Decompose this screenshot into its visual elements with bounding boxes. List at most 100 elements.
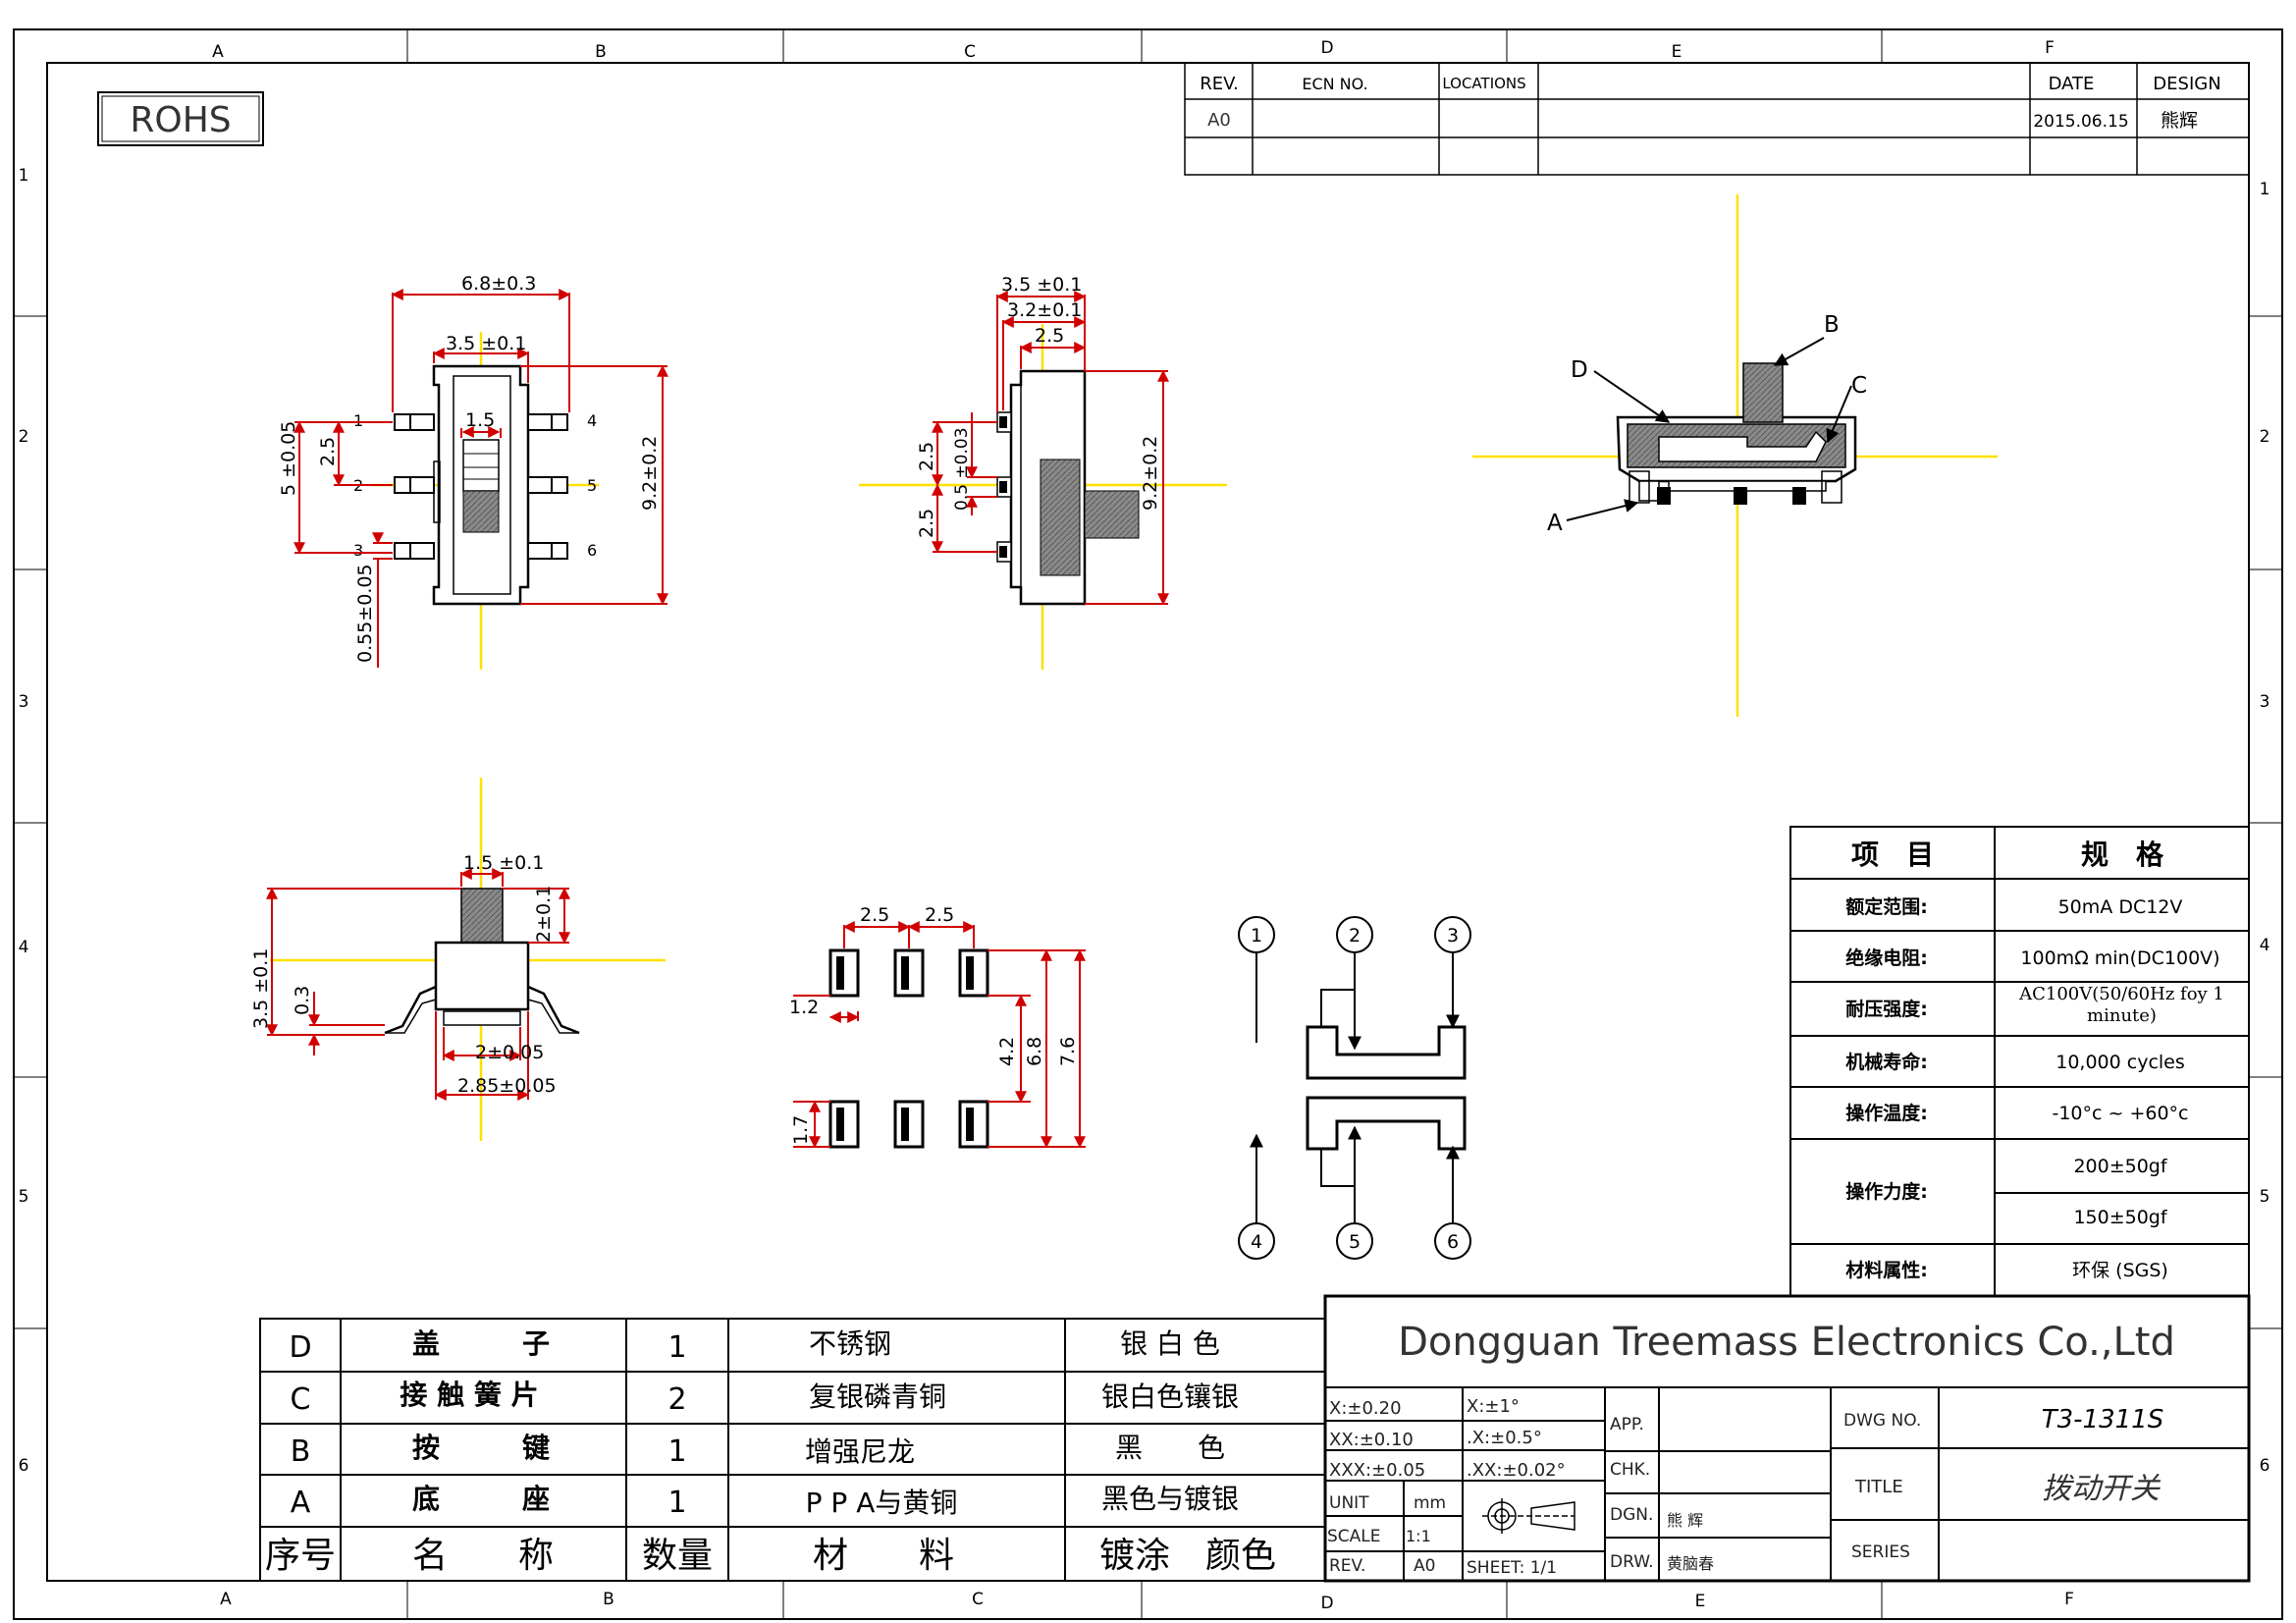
front-dim-pitch: 2.5 (317, 437, 339, 466)
schematic-pin-1: 1 (1251, 925, 1262, 947)
bom-id-b: B (291, 1434, 311, 1469)
chk-label: CHK. (1610, 1460, 1650, 1480)
spec-item-force: 操作力度: (1845, 1180, 1928, 1203)
grid-row-left-5: 5 (19, 1187, 29, 1207)
grid-col-bottom-b: B (603, 1590, 614, 1609)
spec-value-insulation: 100mΩ min(DC100V) (2020, 947, 2219, 969)
pcb-dim-pitch-a: 2.5 (860, 904, 889, 926)
spec-value-force-a: 200±50gf (2073, 1156, 2167, 1177)
unit-value: mm (1414, 1493, 1446, 1513)
spec-table: 项 目 规 格 额定范围: 绝缘电阻: 耐压强度: 机械寿命: 操作温度: 操作… (1789, 826, 2250, 1297)
rev-header-design: DESIGN (2153, 74, 2220, 94)
grid-col-bottom-e: E (1695, 1592, 1706, 1611)
bom-qty-b: 1 (667, 1434, 686, 1469)
bom-header-name: 名 称 (412, 1536, 554, 1576)
section-label-d: D (1571, 357, 1588, 383)
front-dim-body: 3.5 ±0.1 (446, 333, 526, 354)
bom-header-id: 序号 (265, 1536, 336, 1576)
spec-value-material: 环保 (SGS) (2072, 1260, 2168, 1281)
grid-row-right-6: 6 (2260, 1456, 2270, 1476)
bom-finish-c: 银白色镶银 (1101, 1380, 1239, 1413)
bom-finish-d: 银 白 色 (1120, 1327, 1220, 1360)
front-dim-slider: 1.5 (465, 409, 495, 431)
bom-material-d: 不锈钢 (809, 1327, 891, 1360)
spec-header-item: 项 目 (1851, 839, 1934, 871)
bom-id-c: C (291, 1382, 311, 1417)
grid-row-left-2: 2 (19, 427, 29, 447)
unit-label: UNIT (1329, 1493, 1369, 1513)
front-dim-pin-width: 0.55±0.05 (354, 564, 376, 663)
tol-xx-angle: .X:±0.5° (1467, 1428, 1542, 1448)
bom-material-b: 增强尼龙 (805, 1435, 915, 1468)
section-view: B C D A (1472, 194, 1998, 717)
schematic-pin-2: 2 (1349, 925, 1361, 947)
grid-row-left-3: 3 (19, 692, 29, 712)
grid-col-top-e: E (1672, 42, 1682, 62)
pcb-dim-pad-w: 1.2 (789, 997, 819, 1018)
bom-table: D C B A 1 2 1 1 盖 子 接 触 簧 片 按 键 底 座 不锈钢 … (259, 1318, 1326, 1582)
front-view: 1 2 3 4 5 6 6.8±0.3 3.5 ±0.1 (278, 273, 668, 670)
schematic-pins: 1 2 3 4 5 6 (1251, 925, 1459, 1253)
rohs-label: ROHS (130, 100, 231, 140)
side-dim-height: 9.2±0.2 (1140, 436, 1161, 511)
rev-date: 2015.06.15 (2033, 112, 2128, 132)
front-dim-width: 6.8±0.3 (461, 273, 536, 295)
schematic-pin-5: 5 (1349, 1231, 1361, 1253)
company-name: Dongguan Treemass Electronics Co.,Ltd (1398, 1320, 2175, 1365)
spec-item-life: 机械寿命: (1845, 1051, 1928, 1073)
spec-item-temp: 操作温度: (1845, 1102, 1928, 1124)
side-view: 3.5 ±0.1 3.2±0.1 2.5 2.5 0.5 ±0.03 2.5 9… (859, 274, 1227, 670)
end-dim-base: 2±0.05 (475, 1042, 544, 1063)
grid-row-right-1: 1 (2260, 180, 2270, 199)
rohs-box: ROHS (97, 91, 264, 146)
grid-col-bottom-c: C (972, 1590, 984, 1609)
dgn-label: DGN. (1610, 1505, 1653, 1525)
end-dim-total-h: 3.5 ±0.1 (250, 948, 272, 1029)
bom-material-c: 复银磷青铜 (809, 1380, 946, 1413)
bom-qty-c: 2 (667, 1382, 686, 1417)
grid-col-top-c: C (964, 42, 976, 62)
end-dim-standoff: 0.3 (292, 986, 313, 1015)
revision-table: REV. ECN NO. LOCATIONS DATE DESIGN A0 20… (1184, 62, 2250, 176)
tol-xxx-angle: .XX:±0.02° (1467, 1460, 1566, 1481)
grid-row-left-4: 4 (19, 938, 29, 957)
pcb-layout: 2.5 2.5 1.2 1.7 4.2 6.8 7.6 (789, 904, 1086, 1149)
bom-name-b: 按 键 (412, 1432, 550, 1464)
rev-designer: 熊辉 (2161, 110, 2198, 132)
title-label: TITLE (1854, 1477, 1903, 1497)
grid-row-right-4: 4 (2260, 936, 2270, 955)
bom-name-a: 底 座 (412, 1483, 550, 1515)
bom-material-a: P P A与黄铜 (806, 1487, 958, 1519)
front-dim-pitch-total: 5 ±0.05 (278, 421, 299, 496)
grid-col-top-a: A (212, 42, 224, 62)
side-dim-pin-h: 0.5 ±0.03 (952, 427, 972, 511)
grid-row-right-3: 3 (2260, 692, 2270, 712)
bom-finish-a: 黑色与镀银 (1101, 1483, 1239, 1515)
side-dim-body: 3.2±0.1 (1007, 299, 1082, 321)
rev-header-rev: REV. (1200, 74, 1239, 94)
tol-x-angle: X:±1° (1467, 1396, 1520, 1417)
end-dim-button-h: 2±0.1 (533, 886, 555, 943)
grid-col-bottom-a: A (220, 1590, 232, 1609)
grid-col-bottom-f: F (2064, 1590, 2074, 1609)
grid-row-left-1: 1 (19, 166, 29, 186)
spec-value-force-b: 150±50gf (2073, 1207, 2167, 1228)
title-block: Dongguan Treemass Electronics Co.,Ltd X:… (1323, 1294, 2251, 1583)
tol-x: X:±0.20 (1329, 1398, 1402, 1419)
dwg-no-label: DWG NO. (1843, 1411, 1921, 1431)
dgn-name: 熊 辉 (1667, 1511, 1703, 1530)
rev-value: A0 (1414, 1556, 1435, 1576)
grid-row-left-6: 6 (19, 1456, 29, 1476)
drw-name: 黄脑春 (1667, 1554, 1714, 1573)
bom-finish-b: 黑 色 (1115, 1432, 1225, 1464)
spec-item-insulation: 绝缘电阻: (1845, 947, 1928, 969)
end-view: 1.5 ±0.1 2±0.1 3.5 ±0.1 0.3 2±0.05 2.85±… (250, 778, 666, 1141)
side-dim-pitch-a: 2.5 (916, 442, 937, 471)
bom-header-material: 材 料 (813, 1536, 954, 1576)
front-pin-3: 3 (353, 541, 363, 560)
spec-item-rating: 额定范围: (1845, 895, 1928, 918)
grid-col-top-f: F (2045, 38, 2055, 58)
front-dim-height: 9.2±0.2 (639, 436, 661, 511)
tol-xx: XX:±0.10 (1329, 1430, 1414, 1450)
